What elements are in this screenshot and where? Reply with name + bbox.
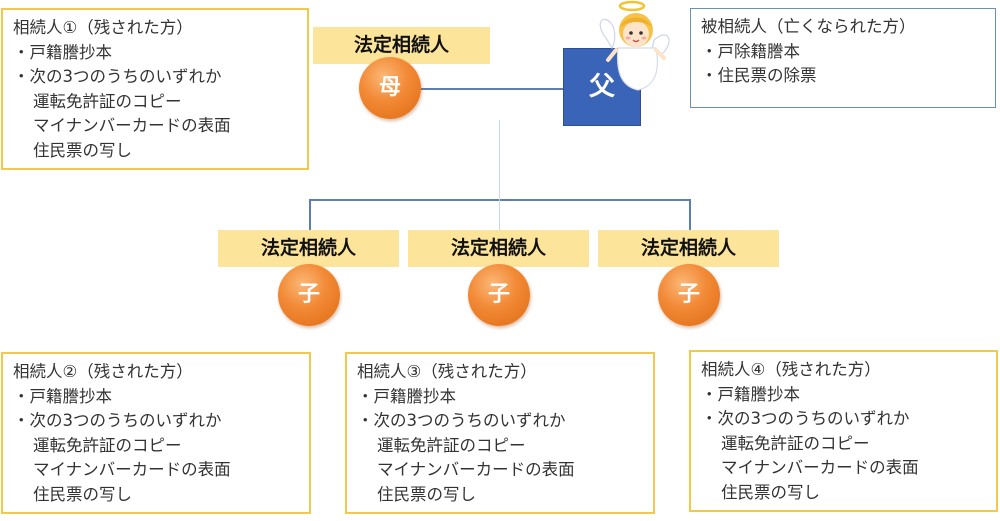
child-2-role-banner: 法定相続人 xyxy=(218,230,399,267)
deceased-documents-box: 被相続人（亡くなられた方） ・戸除籍謄本 ・住民票の除票 xyxy=(690,8,996,108)
deceased-item: ・戸除籍謄本 xyxy=(701,41,800,61)
heir-2-title: 相続人②（残された方） xyxy=(13,362,193,381)
marriage-line xyxy=(420,88,563,90)
heir-3-item: ・次の3つのうちのいずれか xyxy=(357,411,566,430)
heir-4-option: 運転免許証のコピー xyxy=(721,433,870,453)
father-node: 父 xyxy=(563,48,641,126)
heir-1-option: 運転免許証のコピー xyxy=(33,91,182,111)
heir-1-item: ・次の3つのうちのいずれか xyxy=(13,67,222,86)
heir-1-title: 相続人①（残された方） xyxy=(13,18,193,37)
heir-3-option: 住民票の写し xyxy=(377,484,476,504)
deceased-title: 被相続人（亡くなられた方） xyxy=(701,17,916,36)
mother-role-banner: 法定相続人 xyxy=(313,27,490,64)
heir-3-item: ・戸籍謄抄本 xyxy=(357,386,456,406)
heir-1-documents-box: 相続人①（残された方） ・戸籍謄抄本 ・次の3つのうちのいずれか 運転免許証のコ… xyxy=(1,8,309,170)
heir-4-title: 相続人④（残された方） xyxy=(701,360,881,379)
mother-node: 母 xyxy=(359,57,421,119)
heir-3-title: 相続人③（残された方） xyxy=(357,362,537,381)
heir-2-option: マイナンバーカードの表面 xyxy=(33,460,231,479)
child-3-node: 子 xyxy=(468,264,530,326)
heir-3-documents-box: 相続人③（残された方） ・戸籍謄抄本 ・次の3つのうちのいずれか 運転免許証のコ… xyxy=(345,352,655,514)
heir-4-option: 住民票の写し xyxy=(721,482,820,502)
heir-2-option: 住民票の写し xyxy=(33,484,132,504)
heir-2-item: ・戸籍謄抄本 xyxy=(13,386,112,406)
heir-3-option: 運転免許証のコピー xyxy=(377,435,526,455)
heir-1-item: ・戸籍謄抄本 xyxy=(13,42,112,62)
child-4-role-banner: 法定相続人 xyxy=(598,230,779,267)
heir-4-item: ・戸籍謄抄本 xyxy=(701,384,800,404)
child-4-node: 子 xyxy=(658,264,720,326)
heir-3-option: マイナンバーカードの表面 xyxy=(377,460,575,479)
deceased-item: ・住民票の除票 xyxy=(701,66,817,85)
heir-4-option: マイナンバーカードの表面 xyxy=(721,458,919,477)
heir-2-item: ・次の3つのうちのいずれか xyxy=(13,411,222,430)
child-2-node: 子 xyxy=(278,264,340,326)
heir-4-documents-box: 相続人④（残された方） ・戸籍謄抄本 ・次の3つのうちのいずれか 運転免許証のコ… xyxy=(689,350,998,512)
heir-1-option: 住民票の写し xyxy=(33,140,132,160)
child-2-drop-line xyxy=(309,199,311,230)
heir-2-documents-box: 相続人②（残された方） ・戸籍謄抄本 ・次の3つのうちのいずれか 運転免許証のコ… xyxy=(1,352,311,514)
heir-4-item: ・次の3つのうちのいずれか xyxy=(701,409,910,428)
child-3-drop-line xyxy=(499,120,500,230)
angel-icon xyxy=(599,0,670,91)
child-3-role-banner: 法定相続人 xyxy=(408,230,589,267)
child-4-drop-line xyxy=(689,199,691,230)
heir-2-option: 運転免許証のコピー xyxy=(33,435,182,455)
heir-1-option: マイナンバーカードの表面 xyxy=(33,116,231,135)
